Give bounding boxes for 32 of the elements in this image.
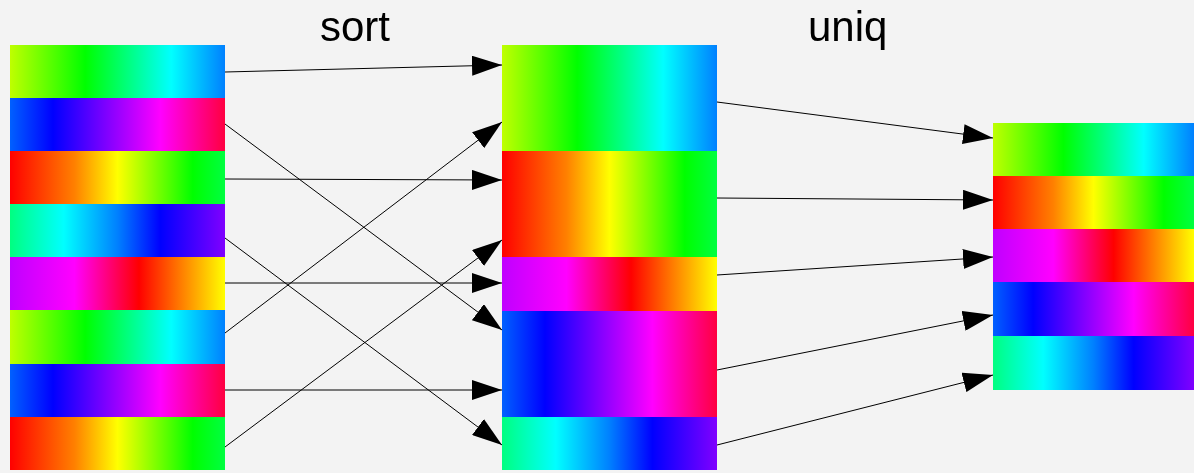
arrow bbox=[716, 372, 994, 446]
gradient-bar bbox=[10, 257, 225, 310]
arrow bbox=[716, 101, 994, 145]
gradient-bar bbox=[502, 98, 717, 151]
step-label: uniq bbox=[808, 2, 888, 52]
gradient-bar bbox=[993, 229, 1194, 282]
gradient-bar bbox=[502, 151, 717, 204]
gradient-bar bbox=[502, 45, 717, 98]
arrow bbox=[716, 189, 994, 210]
gradient-bar bbox=[502, 311, 717, 364]
gradient-bar bbox=[10, 204, 225, 257]
arrow bbox=[224, 169, 503, 190]
arrow bbox=[716, 248, 994, 276]
arrow bbox=[224, 55, 503, 76]
gradient-bar bbox=[993, 336, 1194, 390]
gradient-bar bbox=[502, 364, 717, 417]
gradient-bar bbox=[10, 98, 225, 151]
gradient-bar bbox=[502, 204, 717, 257]
gradient-bar bbox=[502, 257, 717, 311]
arrow bbox=[224, 380, 503, 400]
gradient-bar bbox=[10, 310, 225, 364]
arrow bbox=[224, 273, 503, 293]
gradient-bar bbox=[993, 282, 1194, 336]
gradient-bar bbox=[10, 151, 225, 204]
gradient-bar bbox=[502, 417, 717, 470]
gradient-bar bbox=[993, 123, 1194, 176]
step-label: sort bbox=[320, 2, 390, 52]
arrow bbox=[716, 311, 994, 371]
gradient-bar bbox=[10, 417, 225, 470]
gradient-bar bbox=[10, 45, 225, 98]
gradient-bar bbox=[993, 176, 1194, 229]
gradient-bar bbox=[10, 364, 225, 417]
